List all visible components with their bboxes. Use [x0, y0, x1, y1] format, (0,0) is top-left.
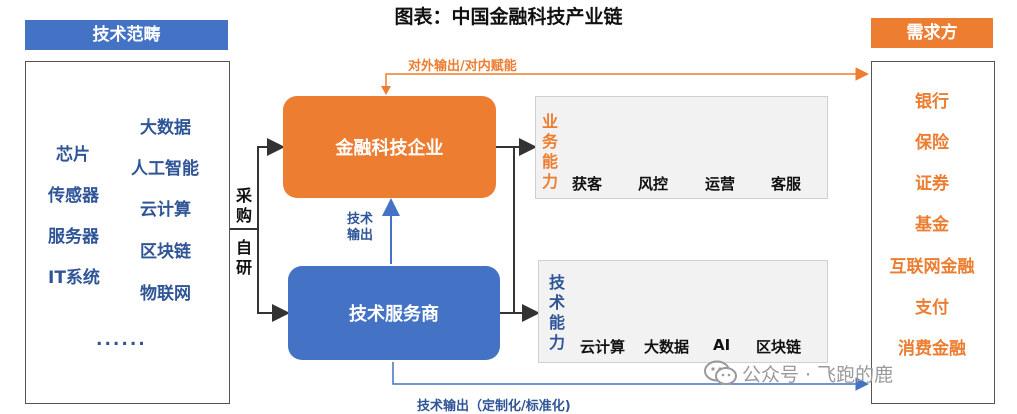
- page-title: 图表：中国金融科技产业链: [394, 6, 623, 28]
- tech-item-chip: 芯片: [56, 145, 90, 165]
- demand-side-header: 需求方: [871, 18, 993, 48]
- demand-item-consumer-finance: 消费金融: [898, 339, 966, 359]
- procure-label: 采购: [235, 186, 252, 225]
- business-capability-label: 业务能力: [541, 112, 558, 191]
- fork-to-service-arrow: [257, 229, 290, 322]
- tech-output-up-label: 技术输出: [346, 212, 373, 243]
- top-arrow-label: 对外输出/对内赋能: [408, 59, 517, 74]
- tech-item-server: 服务器: [48, 227, 99, 247]
- demand-item-bank: 银行: [915, 92, 949, 112]
- tech-scope-panel: [25, 61, 230, 404]
- tech-service-provider-box: 技术服务商: [288, 266, 500, 360]
- tech-capability-label: 技术能力: [548, 273, 565, 352]
- fork-to-fintech-arrow: [257, 138, 285, 229]
- self-dev-label: 自研: [235, 238, 252, 277]
- demand-item-securities: 证券: [915, 174, 949, 194]
- demand-item-fund: 基金: [915, 215, 949, 235]
- tech-cap-big-data: 大数据: [644, 338, 690, 356]
- tech-item-sensor: 传感器: [48, 186, 99, 206]
- service-demand-blue-arrow: [392, 362, 869, 391]
- bottom-arrow-label: 技术输出（定制化/标准化): [417, 399, 571, 414]
- demand-side-panel: [871, 61, 995, 404]
- business-item-service: 客服: [771, 175, 802, 193]
- watermark-text: 公众号 · 飞跑的鹿: [742, 364, 894, 386]
- fintech-company-box: 金融科技企业: [283, 96, 496, 198]
- tech-ellipsis: ......: [96, 330, 147, 350]
- tech-cap-ai: AI: [713, 336, 731, 354]
- tech-cap-cloud: 云计算: [580, 338, 626, 356]
- tech-item-blockchain: 区块链: [140, 242, 191, 262]
- demand-item-internet-finance: 互联网金融: [889, 257, 975, 277]
- tech-item-big-data: 大数据: [140, 118, 191, 138]
- demand-item-insurance: 保险: [915, 133, 949, 153]
- demand-item-payment: 支付: [915, 298, 949, 318]
- business-item-operation: 运营: [705, 175, 736, 193]
- business-item-risk: 风控: [638, 175, 669, 193]
- tech-cap-blockchain: 区块链: [756, 338, 802, 356]
- tech-item-ai: 人工智能: [131, 159, 199, 179]
- tech-item-cloud: 云计算: [140, 200, 191, 220]
- tech-scope-header: 技术范畴: [25, 20, 228, 50]
- business-capability-panel: [535, 96, 828, 199]
- fintech-demand-orange-arrow: [385, 67, 869, 92]
- tech-item-iot: 物联网: [140, 284, 191, 304]
- wechat-icon: [704, 360, 738, 386]
- business-item-acquisition: 获客: [572, 175, 603, 193]
- tech-item-it-system: IT系统: [48, 268, 100, 288]
- tech-capability-panel: [538, 260, 828, 363]
- fintech-orange-arrowhead: [381, 86, 391, 95]
